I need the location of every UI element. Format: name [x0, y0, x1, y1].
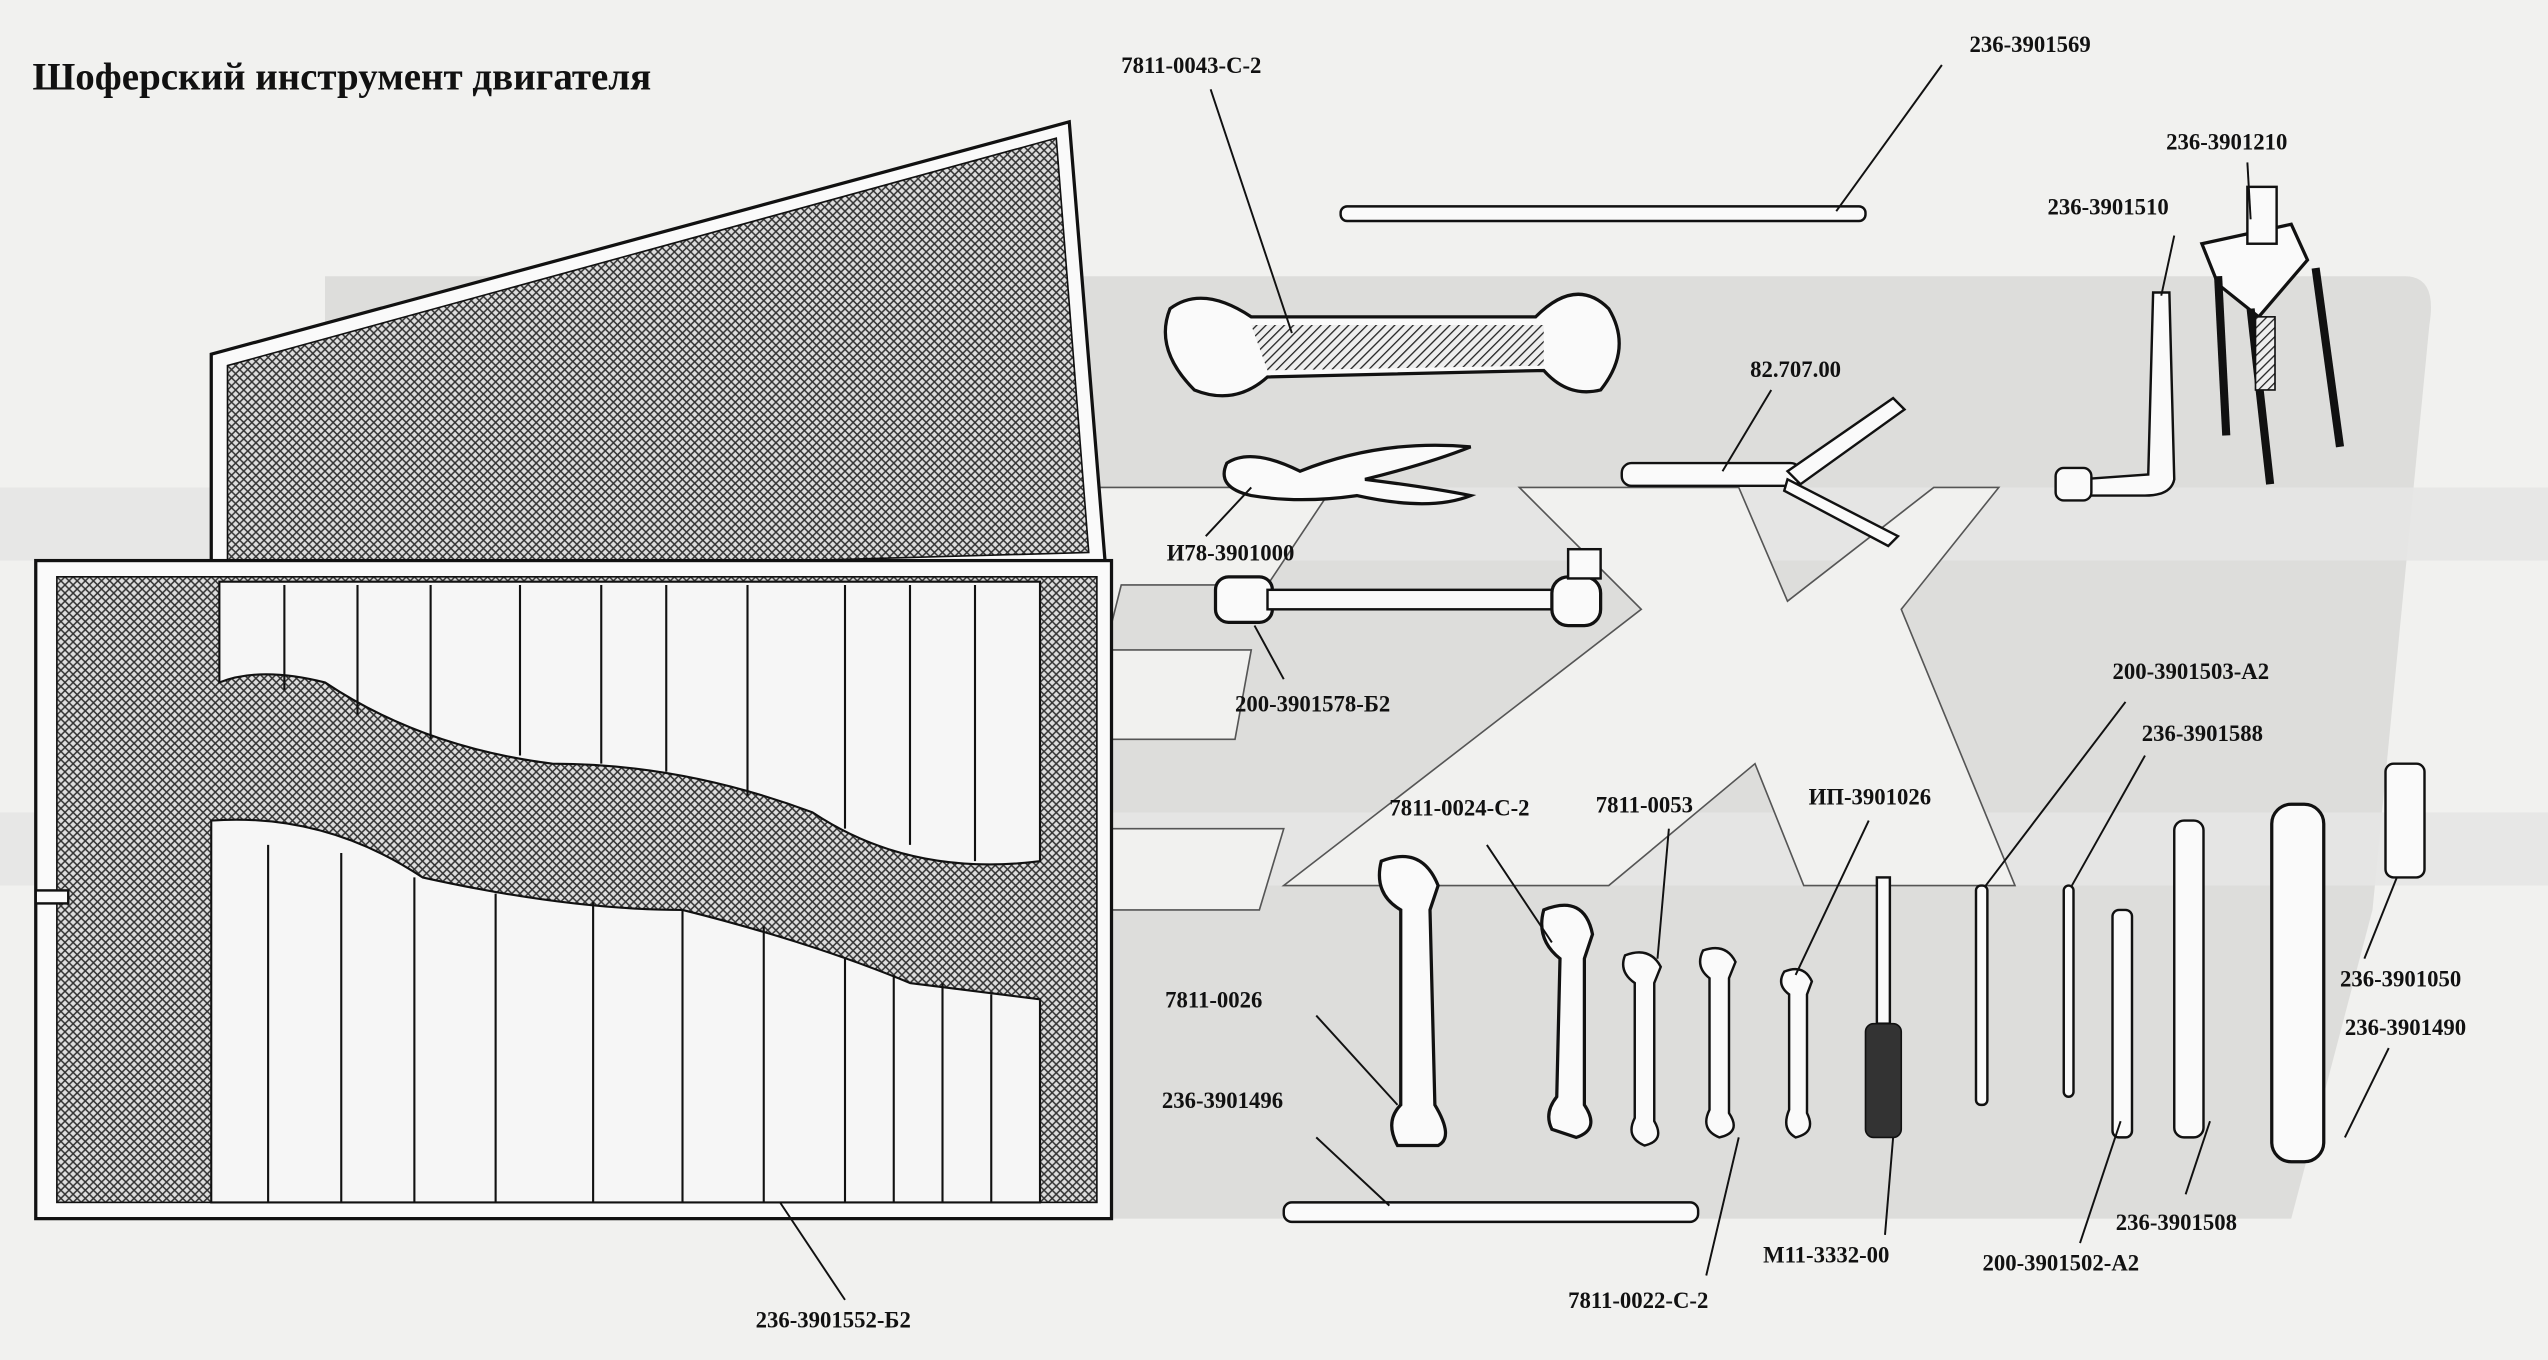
label-200-3901578-B2: 200-3901578-Б2	[1235, 692, 1390, 717]
screwdriver-M11-3332-00	[1864, 876, 1903, 1139]
label-7811-0022-C-2: 7811-0022-С-2	[1568, 1288, 1708, 1313]
label-200-3901503-A2: 200-3901503-А2	[2113, 659, 2270, 684]
label-236-3901588: 236-3901588	[2142, 721, 2263, 746]
label-236-3901569: 236-3901569	[1970, 32, 2091, 57]
puller-236-3901210	[2199, 185, 2345, 485]
box-wrench-200-3901578-B2	[1213, 547, 1603, 628]
label-IP-3901026: ИП-3901026	[1809, 784, 1932, 809]
label-236-3901552-B2: 236-3901552-Б2	[756, 1308, 911, 1333]
pliers-I78-3901000	[1222, 443, 1477, 506]
rod-236-3901569	[1339, 205, 1867, 223]
double-wrench-7811-0043-C-2	[1163, 292, 1621, 398]
tommy-bar-82.707.00	[1620, 396, 1907, 548]
label-M11-3332-00: М11-3332-00	[1763, 1243, 1889, 1268]
label-236-3901050: 236-3901050	[2340, 966, 2461, 991]
wrenches-set	[1377, 855, 1814, 1148]
label-I78-3901000: И78-3901000	[1167, 541, 1295, 566]
l-wrench-236-3901510	[2054, 291, 2176, 502]
label-236-3901496: 236-3901496	[1162, 1088, 1283, 1113]
label-7811-0043-C-2: 7811-0043-С-2	[1121, 53, 1261, 78]
label-7811-0024-C-2: 7811-0024-С-2	[1389, 796, 1529, 821]
label-82.707.00: 82.707.00	[1750, 357, 1841, 382]
label-236-3901490: 236-3901490	[2345, 1015, 2466, 1040]
label-236-3901508: 236-3901508	[2116, 1210, 2237, 1235]
label-236-3901210: 236-3901210	[2166, 129, 2287, 154]
label-200-3901502-A2: 200-3901502-А2	[1983, 1251, 2140, 1276]
tool-roll-236-3901552-B2	[34, 119, 1114, 1221]
leader-lines	[779, 64, 2398, 1301]
rods-small	[1974, 884, 2075, 1107]
page-title: Шоферский инструмент двигателя	[33, 55, 652, 98]
socket-wrenches	[1282, 762, 2426, 1224]
label-7811-0026: 7811-0026	[1165, 987, 1262, 1012]
label-7811-0053: 7811-0053	[1596, 792, 1693, 817]
label-236-3901510: 236-3901510	[2048, 194, 2169, 219]
